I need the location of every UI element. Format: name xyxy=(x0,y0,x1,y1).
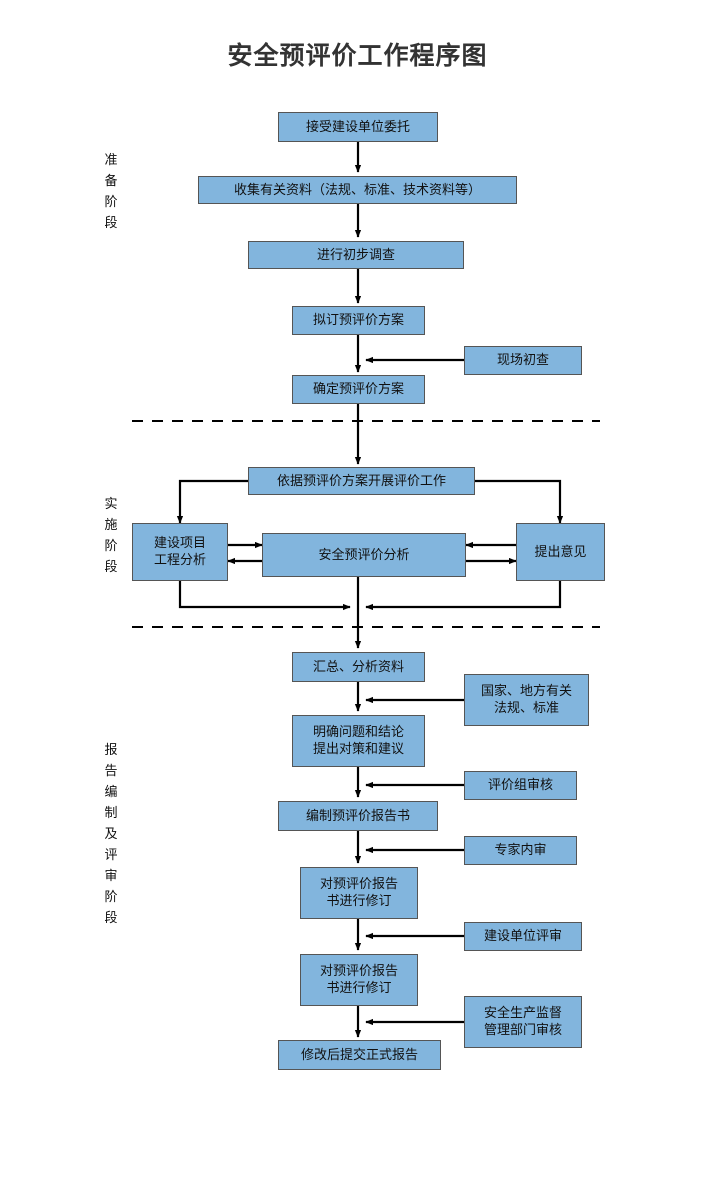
node-summarize-analyze[interactable]: 汇总、分析资料 xyxy=(292,652,425,682)
node-safety-supervision-review[interactable]: 安全生产监督 管理部门审核 xyxy=(464,996,582,1048)
edge-opinions-to-collector xyxy=(365,581,562,611)
edge-carryout-to-projectanalysis xyxy=(176,479,248,524)
node-submit-formal-report[interactable]: 修改后提交正式报告 xyxy=(278,1040,441,1070)
node-compile-report[interactable]: 编制预评价报告书 xyxy=(278,801,438,831)
edge-carryout-to-opinions xyxy=(475,479,564,524)
stage-label-implementation: 实 施 阶 段 xyxy=(104,497,118,575)
node-preliminary-survey[interactable]: 进行初步调查 xyxy=(248,241,464,269)
node-expert-internal-review[interactable]: 专家内审 xyxy=(464,836,577,865)
node-evaluation-group-review[interactable]: 评价组审核 xyxy=(464,771,577,800)
node-confirm-plan[interactable]: 确定预评价方案 xyxy=(292,375,425,404)
stage-label-preparation: 准 备 阶 段 xyxy=(104,153,118,231)
node-draft-plan[interactable]: 拟订预评价方案 xyxy=(292,306,425,335)
node-accept-commission[interactable]: 接受建设单位委托 xyxy=(278,112,438,142)
node-revise-report-1[interactable]: 对预评价报告 书进行修订 xyxy=(300,867,418,919)
edge-projectanalysis-to-collector xyxy=(178,581,351,611)
node-carry-out-evaluation[interactable]: 依据预评价方案开展评价工作 xyxy=(248,467,475,495)
node-collect-materials[interactable]: 收集有关资料（法规、标准、技术资料等） xyxy=(198,176,517,204)
node-construction-unit-review[interactable]: 建设单位评审 xyxy=(464,922,582,951)
node-safety-pre-evaluation-analysis[interactable]: 安全预评价分析 xyxy=(262,533,466,577)
node-national-local-regulations[interactable]: 国家、地方有关 法规、标准 xyxy=(464,674,589,726)
page-title: 安全预评价工作程序图 xyxy=(227,41,488,70)
node-clarify-problems[interactable]: 明确问题和结论 提出对策和建议 xyxy=(292,715,425,767)
node-project-engineering-analysis[interactable]: 建设项目 工程分析 xyxy=(132,523,228,581)
node-revise-report-2[interactable]: 对预评价报告 书进行修订 xyxy=(300,954,418,1006)
stage-label-reporting: 报 告 编 制 及 评 审 阶 段 xyxy=(104,743,118,926)
node-put-forward-opinions[interactable]: 提出意见 xyxy=(516,523,605,581)
node-site-inspection[interactable]: 现场初查 xyxy=(464,346,582,375)
